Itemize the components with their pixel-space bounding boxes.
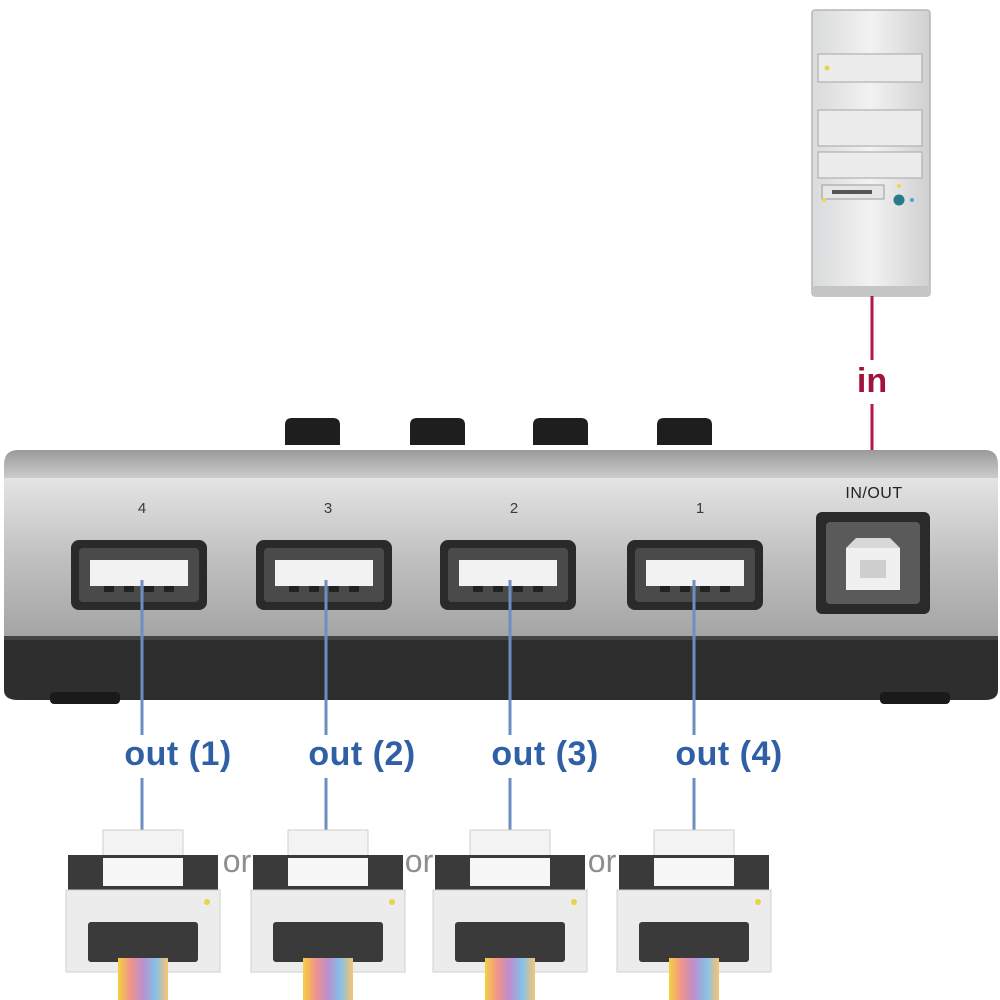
out-cables — [140, 580, 696, 830]
usb-a-port-2 — [256, 540, 392, 610]
printer-icon-4 — [616, 829, 772, 1000]
usb-a-port-4 — [627, 540, 763, 610]
out-label-2: out (2) — [308, 735, 416, 773]
usb-a-port-1 — [71, 540, 207, 610]
computer-tower-icon — [811, 9, 931, 297]
printer-icon-3 — [432, 829, 588, 1000]
out-label-1: out (1) — [124, 735, 232, 773]
printer-icon-2 — [250, 829, 406, 1000]
usb-b-port — [816, 512, 930, 614]
or-separator-3: or — [587, 843, 617, 879]
port-number-2: 2 — [509, 500, 519, 517]
selector-buttons — [285, 418, 712, 445]
or-separator-2: or — [404, 843, 434, 879]
port-number-1: 1 — [695, 500, 705, 517]
out-label-4: out (4) — [675, 735, 783, 773]
or-separator-1: or — [222, 843, 252, 879]
printer-icon-1 — [65, 829, 221, 1000]
usb-a-port-3 — [440, 540, 576, 610]
in-label: in — [856, 362, 888, 400]
port-number-4: 4 — [137, 500, 147, 517]
port-number-3: 3 — [323, 500, 333, 517]
out-label-3: out (3) — [491, 735, 599, 773]
inout-label: IN/OUT — [845, 485, 903, 502]
